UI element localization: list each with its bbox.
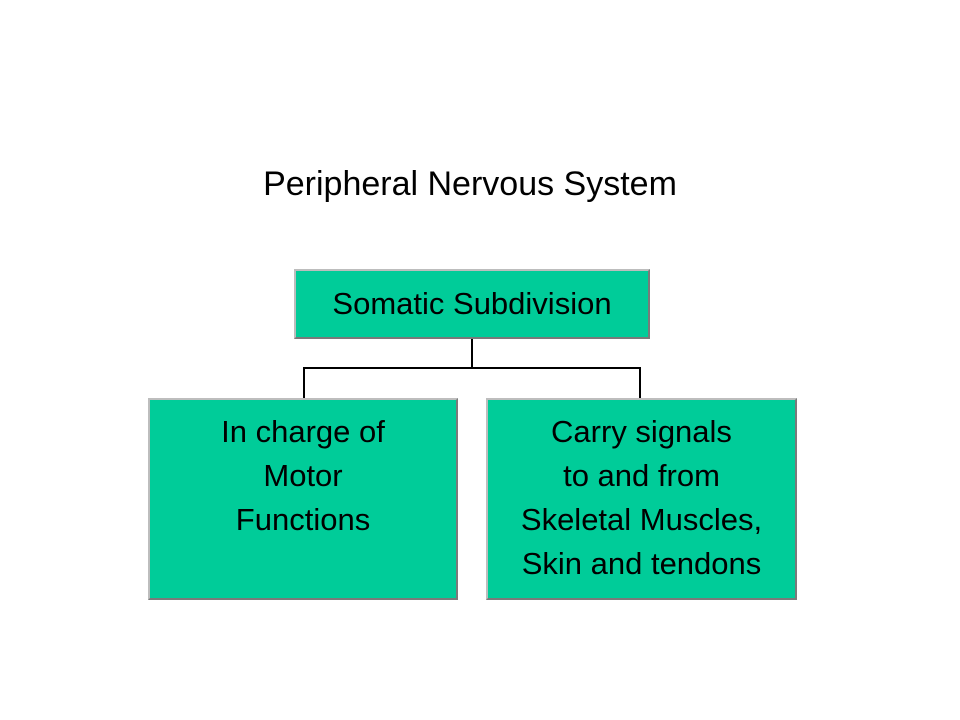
root-node-label: Somatic Subdivision: [332, 286, 612, 321]
diagram-title: Peripheral Nervous System: [263, 165, 677, 203]
child-node-line: Skeletal Muscles,: [520, 502, 763, 537]
child-node-line: Functions: [235, 502, 371, 537]
child-node-motor-functions: In charge of Motor Functions: [148, 398, 458, 600]
child-node-line: Motor: [263, 458, 343, 493]
child-node-line: Skin and tendons: [521, 546, 762, 581]
child-node-line: to and from: [563, 458, 720, 493]
child-node-line: Carry signals: [551, 414, 732, 449]
child-node-line: In charge of: [221, 414, 385, 449]
child-node-carry-signals: Carry signals to and from Skeletal Muscl…: [486, 398, 797, 600]
root-node-somatic-subdivision: Somatic Subdivision: [294, 269, 650, 339]
